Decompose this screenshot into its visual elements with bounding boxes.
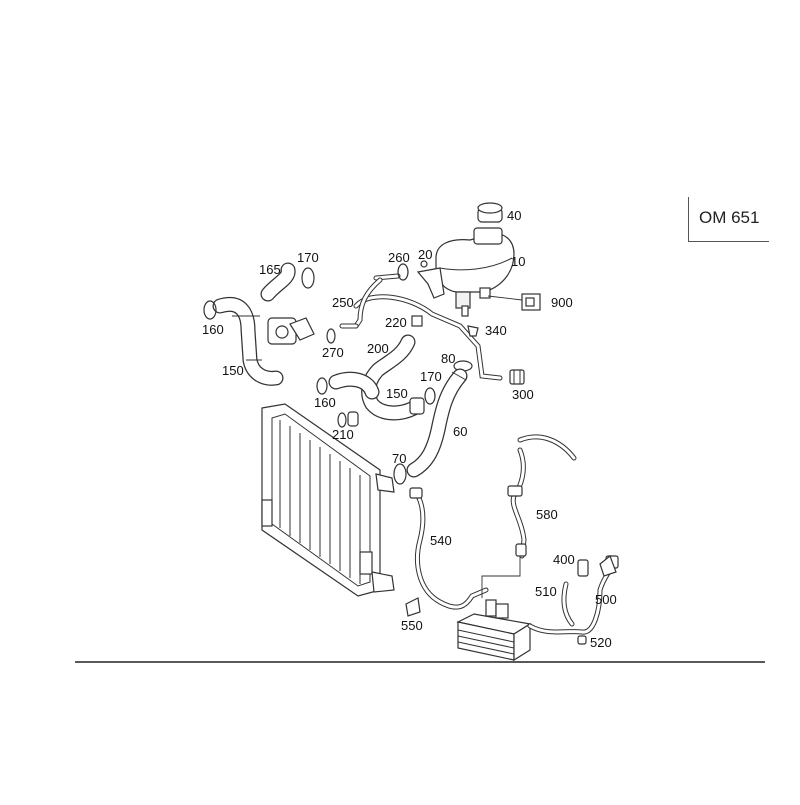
callout-160-mid: 160 <box>314 395 336 410</box>
callout-400: 400 <box>553 552 575 567</box>
hose-150-mid <box>328 371 425 415</box>
ring-170-mid <box>424 387 436 405</box>
hose-150-left <box>212 297 284 386</box>
callout-labels: 40 10 260 20 170 165 900 250 220 340 160… <box>202 208 617 650</box>
bracket-400 <box>577 555 617 577</box>
callout-500: 500 <box>595 592 617 607</box>
callout-340: 340 <box>485 323 507 338</box>
hose-510 <box>561 581 575 627</box>
callout-520: 520 <box>590 635 612 650</box>
hose-580 <box>481 434 577 598</box>
callout-550: 550 <box>401 618 423 633</box>
callout-60: 60 <box>453 424 467 439</box>
bracket-550 <box>405 597 421 617</box>
callout-220: 220 <box>385 315 407 330</box>
callout-200: 200 <box>367 341 389 356</box>
callout-580: 580 <box>536 507 558 522</box>
callout-150-left: 150 <box>222 363 244 378</box>
callout-210: 210 <box>332 427 354 442</box>
radiator <box>261 403 395 597</box>
bracket-20 <box>416 260 445 299</box>
callout-70: 70 <box>392 451 406 466</box>
screw-340 <box>467 325 479 337</box>
callout-40: 40 <box>507 208 521 223</box>
callout-80: 80 <box>441 351 455 366</box>
clip-300 <box>509 369 525 385</box>
callout-270: 270 <box>322 345 344 360</box>
engine-label-box <box>688 197 769 242</box>
callout-165: 165 <box>259 262 281 277</box>
ring-160-mid <box>316 377 328 395</box>
sensor-900 <box>521 293 541 311</box>
callout-160-left: 160 <box>202 322 224 337</box>
callout-510: 510 <box>535 584 557 599</box>
callout-260: 260 <box>388 250 410 265</box>
callout-540: 540 <box>430 533 452 548</box>
callout-300: 300 <box>512 387 534 402</box>
hose-250 <box>339 273 503 381</box>
callout-20: 20 <box>418 247 432 262</box>
callout-170-upper: 170 <box>297 250 319 265</box>
ring-160-left <box>203 300 217 320</box>
clip-220 <box>411 315 423 327</box>
hose-540 <box>409 487 489 610</box>
plug-210 <box>337 411 359 428</box>
expansion-tank <box>435 227 523 317</box>
callout-900: 900 <box>551 295 573 310</box>
callout-170-mid: 170 <box>420 369 442 384</box>
callout-150-mid: 150 <box>386 386 408 401</box>
hose-165 <box>260 262 296 302</box>
ring-170-upper <box>301 267 315 289</box>
callout-250: 250 <box>332 295 354 310</box>
clip-520 <box>577 635 587 645</box>
oil-cooler <box>456 599 532 662</box>
ring-260 <box>397 263 409 281</box>
hose-60 <box>406 368 468 478</box>
callout-10: 10 <box>511 254 525 269</box>
ring-270 <box>326 328 336 344</box>
thermostat-housing <box>267 317 315 345</box>
tank-cap <box>477 202 503 223</box>
engine-label: OM 651 <box>699 208 760 227</box>
ring-70 <box>393 463 407 485</box>
